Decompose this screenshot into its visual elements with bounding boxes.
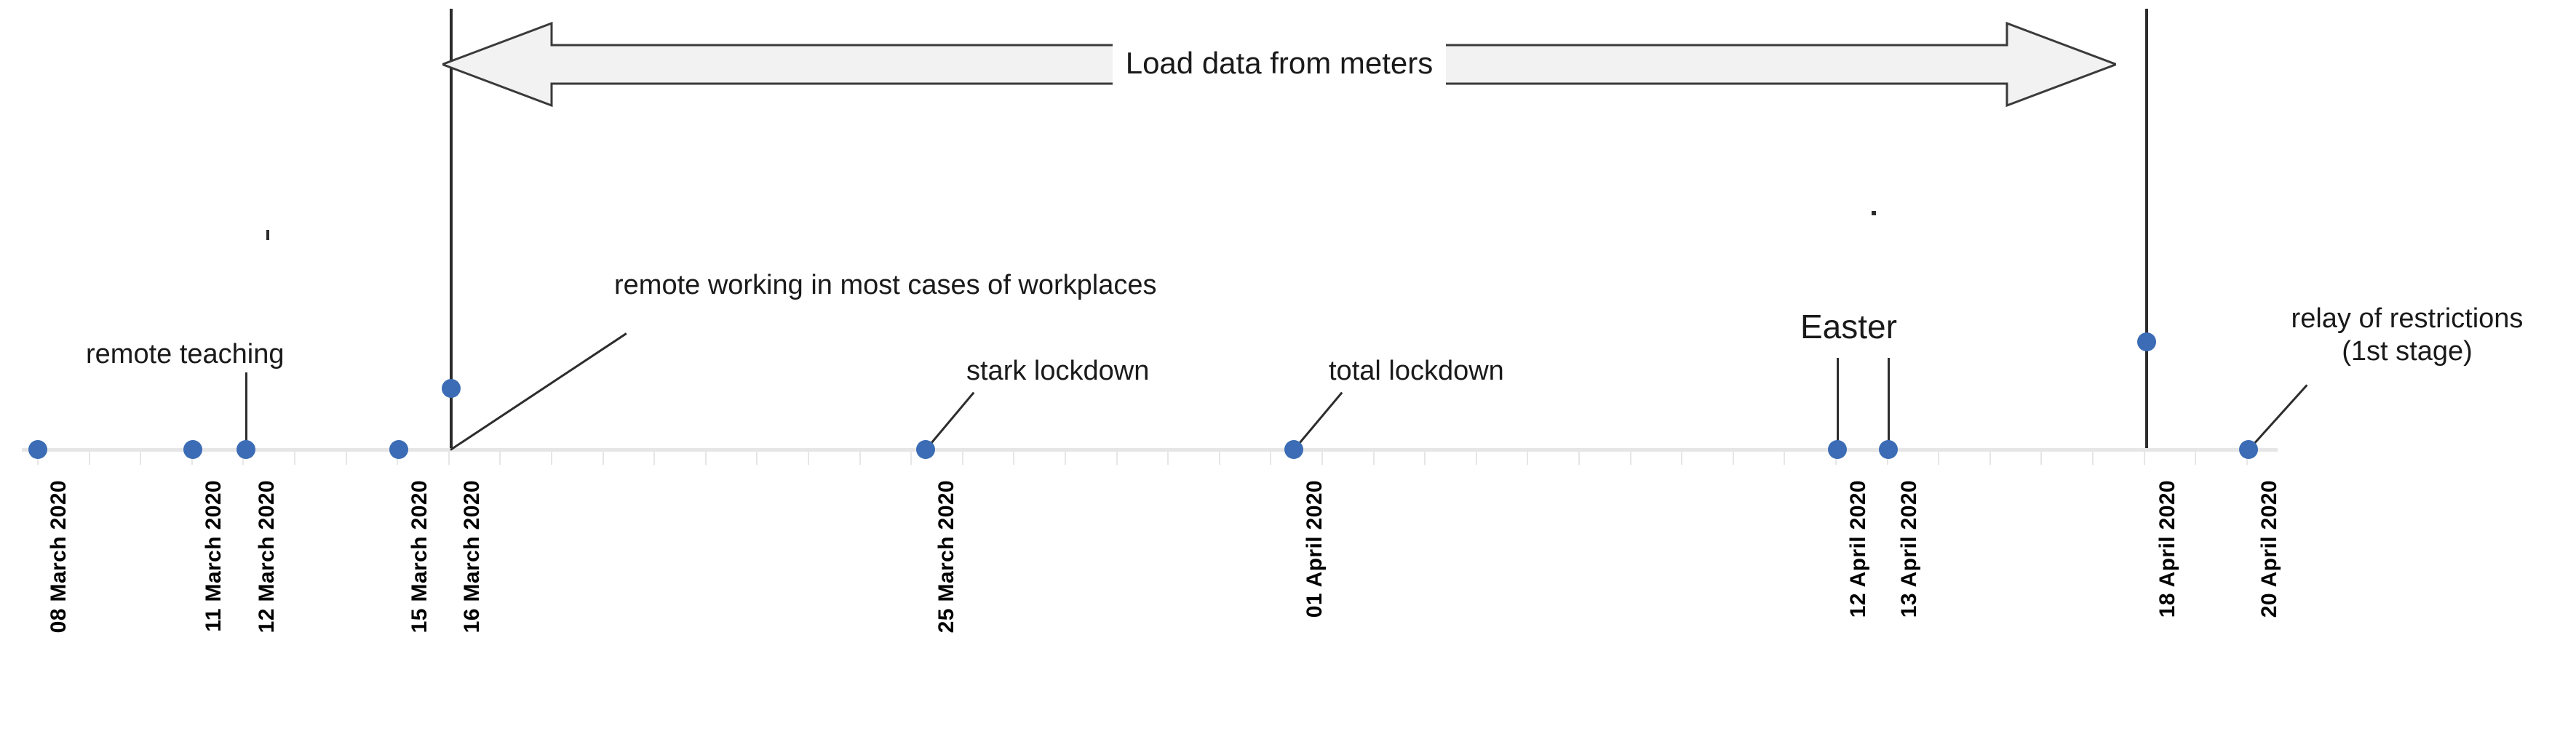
- axis-tick: [602, 452, 604, 465]
- callout-remote-working: remote working in most cases of workplac…: [614, 270, 1157, 300]
- stray-mark-right: [1872, 211, 1876, 215]
- axis-tick: [88, 452, 90, 465]
- axis-tick: [2092, 452, 2094, 465]
- axis-tick: [704, 452, 707, 465]
- axis-tick: [499, 452, 501, 465]
- leader-stark-lockdown: [924, 391, 975, 451]
- event-dot[interactable]: [183, 440, 202, 459]
- axis-tick: [1732, 452, 1734, 465]
- axis-tick: [1013, 452, 1015, 465]
- axis-tick: [1167, 452, 1169, 465]
- load-data-span-arrow: Load data from meters: [442, 22, 2116, 107]
- axis-tick: [2040, 452, 2043, 465]
- date-label: 12 April 2020: [1846, 480, 1870, 618]
- callout-remote-teaching: remote teaching: [86, 339, 285, 370]
- axis-tick: [1578, 452, 1580, 465]
- leader-remote-teaching: [245, 372, 247, 450]
- callout-relay-line-1: relay of restrictions: [2291, 303, 2524, 334]
- callout-relay-line-2: (1st stage): [2342, 335, 2473, 367]
- axis-tick: [1681, 452, 1683, 465]
- axis-tick: [653, 452, 656, 465]
- date-label: 13 April 2020: [1897, 480, 1921, 618]
- axis-tick: [1116, 452, 1118, 465]
- event-dot[interactable]: [1879, 440, 1898, 459]
- date-label: 15 March 2020: [408, 480, 432, 634]
- axis-tick: [1270, 452, 1272, 465]
- axis-tick: [2143, 452, 2145, 465]
- axis-tick: [1424, 452, 1426, 465]
- axis-tick: [1527, 452, 1529, 465]
- leader-remote-working: [450, 332, 627, 451]
- axis-tick: [1629, 452, 1631, 465]
- event-dot[interactable]: [916, 440, 935, 459]
- event-dot[interactable]: [389, 440, 408, 459]
- leader-total-lockdown: [1292, 391, 1343, 451]
- date-label: 16 March 2020: [460, 480, 484, 634]
- axis-tick: [1989, 452, 1991, 465]
- axis-tick: [140, 452, 142, 465]
- date-label: 11 March 2020: [202, 480, 226, 632]
- date-label: 18 April 2020: [2155, 480, 2179, 618]
- span-arrow-shape: [442, 22, 2116, 107]
- milestone-rule-16-march: [450, 9, 453, 451]
- leader-relay-of-restrictions: [2247, 384, 2308, 451]
- stray-mark-left: [266, 230, 269, 240]
- axis-tick: [345, 452, 347, 465]
- date-label: 08 March 2020: [47, 480, 71, 634]
- event-dot[interactable]: [1284, 440, 1303, 459]
- event-dot[interactable]: [2137, 332, 2156, 351]
- callout-relay-of-restrictions: relay of restrictions (1st stage): [2240, 303, 2575, 368]
- axis-tick: [1321, 452, 1323, 465]
- axis-tick: [551, 452, 552, 465]
- date-label: 25 March 2020: [934, 480, 958, 634]
- axis-tick: [961, 452, 963, 465]
- axis-tick: [1065, 452, 1066, 465]
- axis-tick: [448, 452, 450, 465]
- axis-tick: [756, 452, 758, 465]
- event-dot[interactable]: [28, 440, 47, 459]
- milestone-rule-18-april: [2145, 9, 2148, 451]
- event-dot[interactable]: [236, 440, 255, 459]
- axis-tick: [2195, 452, 2197, 465]
- callout-total-lockdown: total lockdown: [1329, 356, 1504, 386]
- axis-tick: [1938, 452, 1940, 465]
- axis-tick: [859, 452, 861, 465]
- axis-tick: [1475, 452, 1477, 465]
- axis-tick: [808, 452, 809, 465]
- axis-tick: [1784, 452, 1786, 465]
- callout-stark-lockdown: stark lockdown: [966, 356, 1150, 386]
- timeline-axis: [22, 448, 2278, 452]
- axis-tick: [294, 452, 295, 465]
- leader-easter-13-april: [1888, 358, 1890, 450]
- date-label: 20 April 2020: [2257, 480, 2281, 618]
- event-dot[interactable]: [442, 379, 461, 398]
- axis-tick: [1218, 452, 1220, 465]
- date-label: 12 March 2020: [255, 480, 279, 634]
- event-dot[interactable]: [1828, 440, 1847, 459]
- event-dot[interactable]: [2239, 440, 2258, 459]
- axis-tick: [1372, 452, 1375, 465]
- axis-tick: [910, 452, 913, 465]
- date-label: 01 April 2020: [1303, 480, 1327, 618]
- leader-easter-12-april: [1837, 358, 1839, 450]
- callout-easter: Easter: [1800, 308, 1897, 345]
